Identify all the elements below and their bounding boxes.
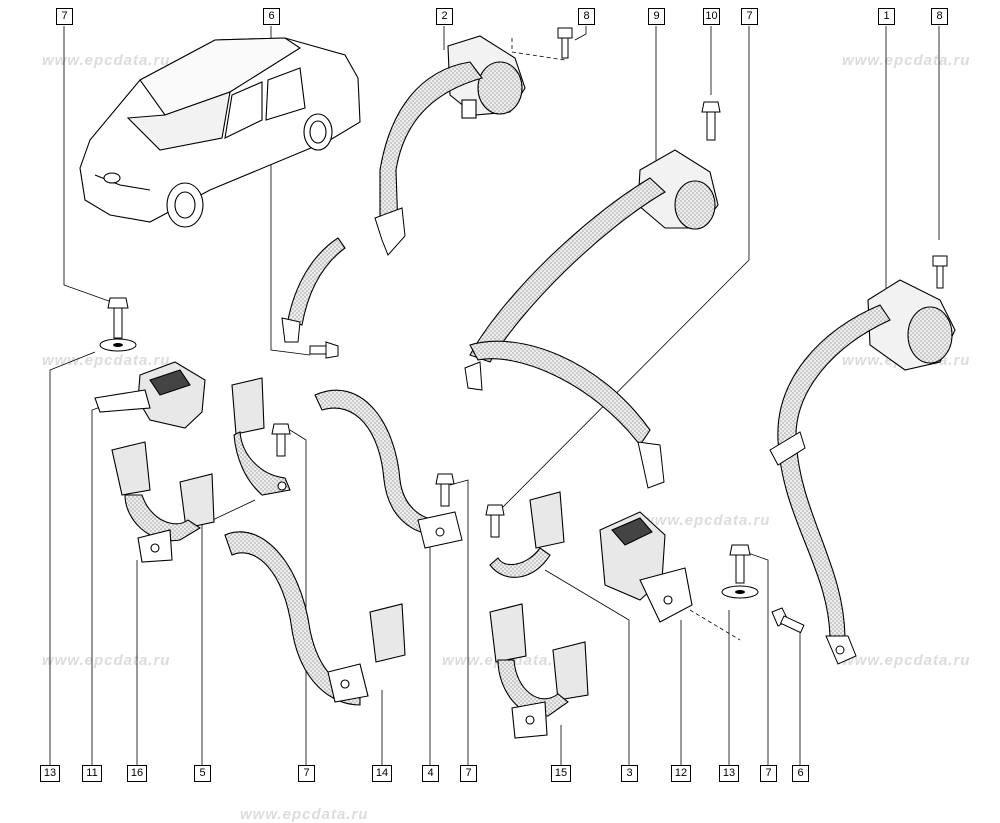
callout-label: 8: [578, 8, 595, 25]
callout-label: 3: [621, 765, 638, 782]
belt-strap-icon: [469, 340, 651, 446]
anchor-plate-icon: [825, 635, 857, 665]
seat-belt-retractor-icon: [447, 35, 526, 119]
belt-strap-icon: [777, 304, 891, 641]
callout-label: 10: [703, 8, 720, 25]
anchor-plate-icon: [281, 317, 301, 343]
callout-label: 4: [422, 765, 439, 782]
callout-label: 14: [372, 765, 392, 782]
watermark: www.epcdata.ru: [842, 652, 971, 669]
belt-strap-icon: [224, 531, 361, 706]
callout-label: 12: [671, 765, 691, 782]
callout-label: 6: [263, 8, 280, 25]
callout-label: 8: [931, 8, 948, 25]
bolt-icon: [107, 297, 129, 339]
callout-label: 13: [40, 765, 60, 782]
buckle-icon: [489, 491, 565, 578]
buckle-icon: [599, 511, 693, 623]
buckle-icon: [231, 377, 291, 496]
watermark: www.epcdata.ru: [42, 52, 171, 69]
screw-icon: [932, 255, 948, 289]
bolt-icon: [271, 423, 291, 457]
callout-label: 9: [648, 8, 665, 25]
callout-label: 7: [56, 8, 73, 25]
bolt-icon: [485, 504, 505, 538]
callout-label: 16: [127, 765, 147, 782]
watermark: www.epcdata.ru: [642, 512, 771, 529]
bolt-icon: [771, 607, 805, 634]
leader-lines: [49, 26, 940, 765]
bolt-icon: [309, 341, 339, 359]
callout-label: 7: [760, 765, 777, 782]
callout-label: 6: [792, 765, 809, 782]
car-icon: [79, 37, 361, 228]
callout-label: 7: [741, 8, 758, 25]
belt-strap-icon: [314, 389, 441, 536]
bolt-icon: [701, 101, 721, 141]
callout-label: 5: [194, 765, 211, 782]
belt-strap-icon: [469, 177, 666, 363]
bolt-icon: [435, 473, 455, 507]
watermark: www.epcdata.ru: [42, 352, 171, 369]
callout-label: 13: [719, 765, 739, 782]
screw-icon: [557, 27, 573, 59]
callout-label: 2: [436, 8, 453, 25]
watermark: www.epcdata.ru: [842, 52, 971, 69]
anchor-plate-icon: [417, 511, 463, 549]
belt-strap-icon: [287, 237, 346, 326]
buckle-icon: [94, 361, 206, 429]
buckle-icon: [327, 603, 406, 703]
callout-label: 7: [298, 765, 315, 782]
seat-belt-retractor-icon: [637, 149, 719, 230]
watermark: www.epcdata.ru: [240, 806, 369, 823]
buckle-icon: [111, 441, 215, 563]
callout-label: 7: [460, 765, 477, 782]
callout-label: 11: [82, 765, 102, 782]
bolt-icon: [729, 544, 751, 584]
callout-label: 15: [551, 765, 571, 782]
watermark: www.epcdata.ru: [42, 652, 171, 669]
buckle-icon: [489, 603, 589, 739]
callout-label: 1: [878, 8, 895, 25]
seat-belt-retractor-icon: [867, 279, 956, 371]
